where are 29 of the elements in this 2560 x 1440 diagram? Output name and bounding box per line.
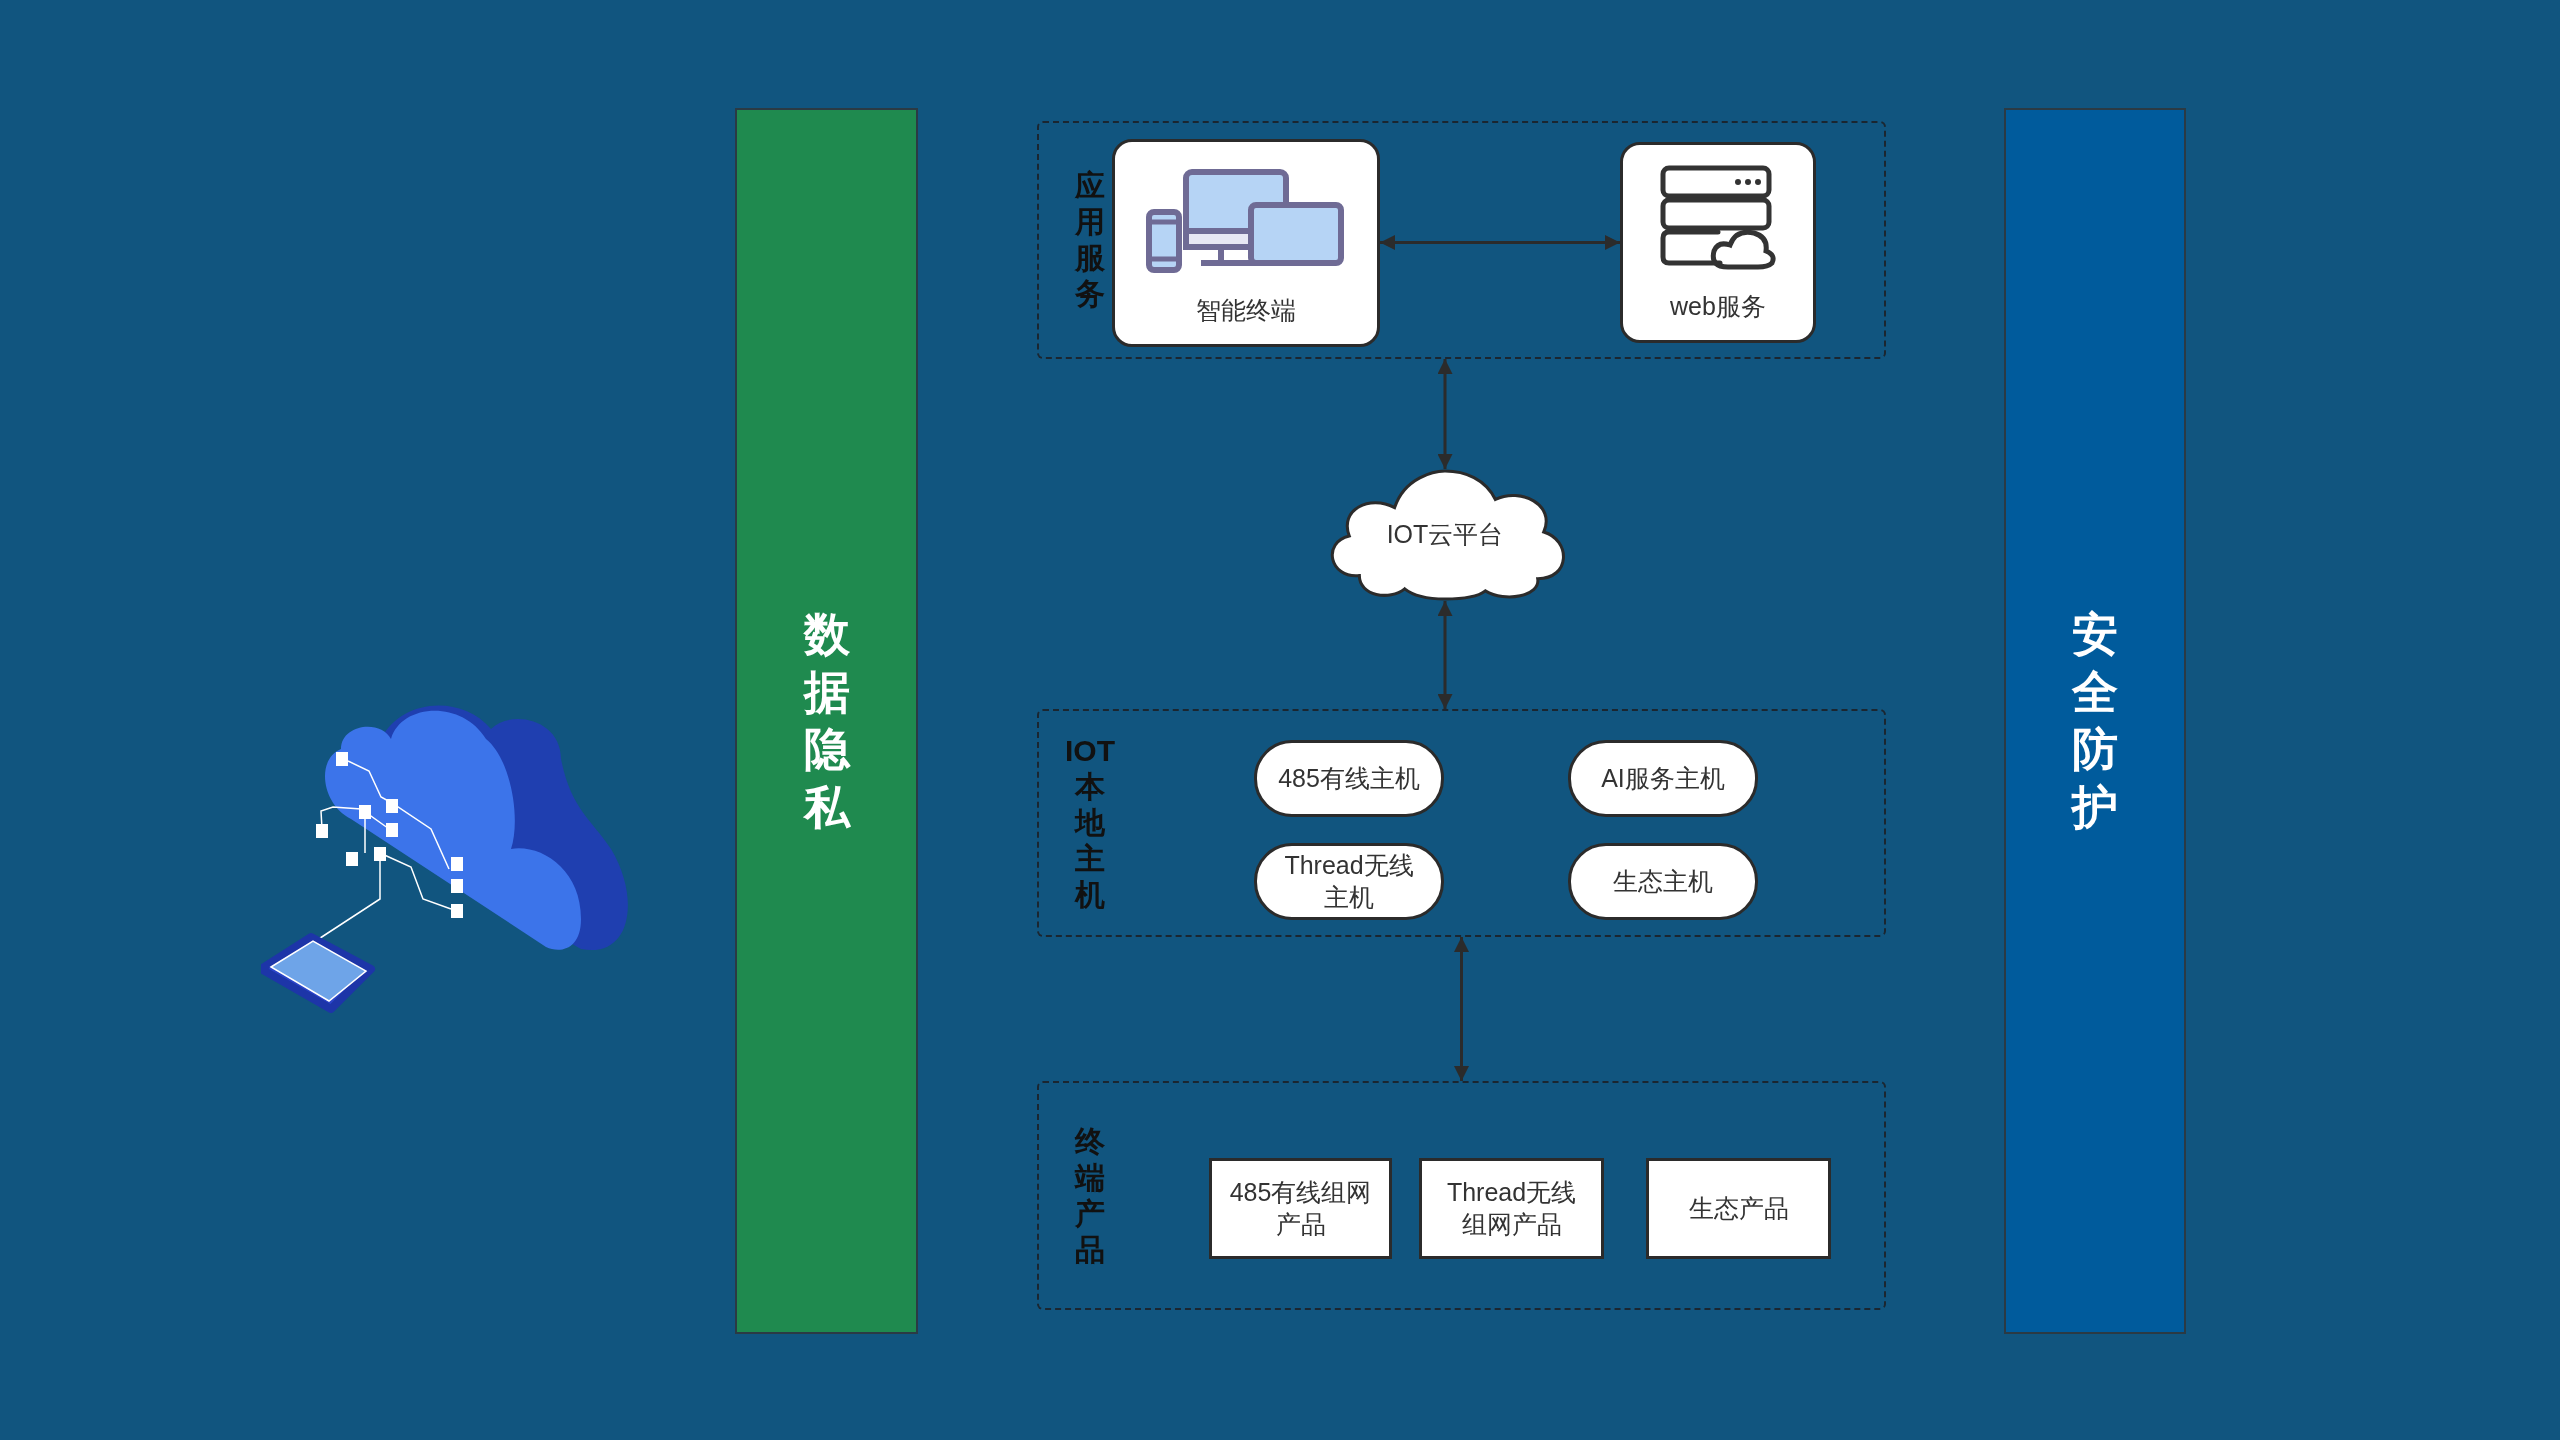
node-text: 485有线主机: [1278, 762, 1420, 794]
double-arrow: [1437, 359, 1453, 469]
node-text: IOT云平台: [1386, 519, 1504, 551]
node-text: 生态主机: [1613, 865, 1713, 897]
service-card: [1112, 139, 1380, 347]
node-text: 应用服务: [1073, 168, 1106, 312]
service-card: [1620, 142, 1816, 343]
double-arrow: [1380, 235, 1620, 250]
node-text: 安全防护: [2072, 607, 2118, 835]
dashed-group: [1037, 1081, 1886, 1310]
node-text: 数据隐私: [803, 607, 850, 835]
product-box: [1646, 1158, 1831, 1259]
dashed-group: [1037, 709, 1886, 937]
product-box: [1419, 1158, 1604, 1259]
side-bar: [735, 108, 918, 1334]
node-text: 智能终端: [1196, 294, 1296, 326]
product-box: [1209, 1158, 1392, 1259]
node-text: 485有线组网产品: [1228, 1177, 1373, 1240]
node-text: 终端产品: [1073, 1123, 1106, 1268]
node-text: web服务: [1670, 290, 1766, 322]
double-arrow: [1454, 937, 1469, 1081]
node-text: AI服务主机: [1601, 762, 1725, 794]
node-text: 生态产品: [1688, 1192, 1789, 1224]
node-text: Thread无线主机: [1284, 850, 1414, 913]
node-text: IOT本地主机: [1064, 733, 1116, 913]
node-text: Thread无线组网产品: [1445, 1177, 1578, 1240]
side-bar: [2004, 108, 2186, 1334]
double-arrow: [1437, 601, 1453, 709]
dashed-group: [1037, 121, 1886, 359]
